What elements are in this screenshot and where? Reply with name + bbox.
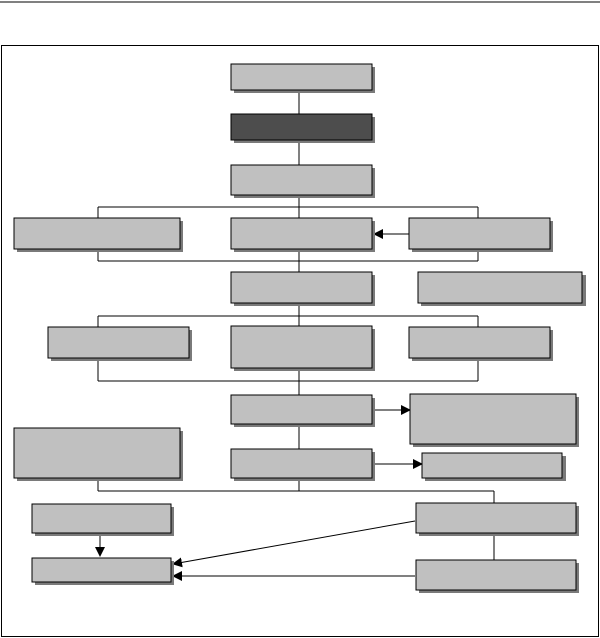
flow-box: [230, 394, 375, 427]
flow-box: [31, 557, 174, 585]
connector-lines: [97, 90, 495, 560]
flow-box: [230, 325, 375, 371]
flow-box: [409, 393, 579, 447]
flow-box: [415, 502, 579, 536]
diagram-frame: [1, 45, 599, 637]
flow-box: [230, 448, 375, 481]
flow-box-dark: [230, 113, 375, 143]
flowchart-nodes: [13, 63, 586, 593]
flow-box: [230, 63, 375, 93]
arrow: [172, 520, 416, 568]
flow-box: [408, 217, 553, 252]
flow-box: [47, 326, 192, 361]
flow-box: [13, 427, 183, 481]
flow-box: [417, 271, 586, 306]
flow-box: [230, 164, 375, 198]
flow-box: [415, 559, 579, 593]
flow-box: [408, 326, 553, 361]
flow-box: [421, 452, 566, 481]
flow-box: [230, 217, 375, 252]
flow-box: [13, 217, 183, 252]
flow-box: [31, 503, 174, 536]
arrow-connectors: [95, 229, 423, 581]
flow-box: [230, 271, 375, 306]
